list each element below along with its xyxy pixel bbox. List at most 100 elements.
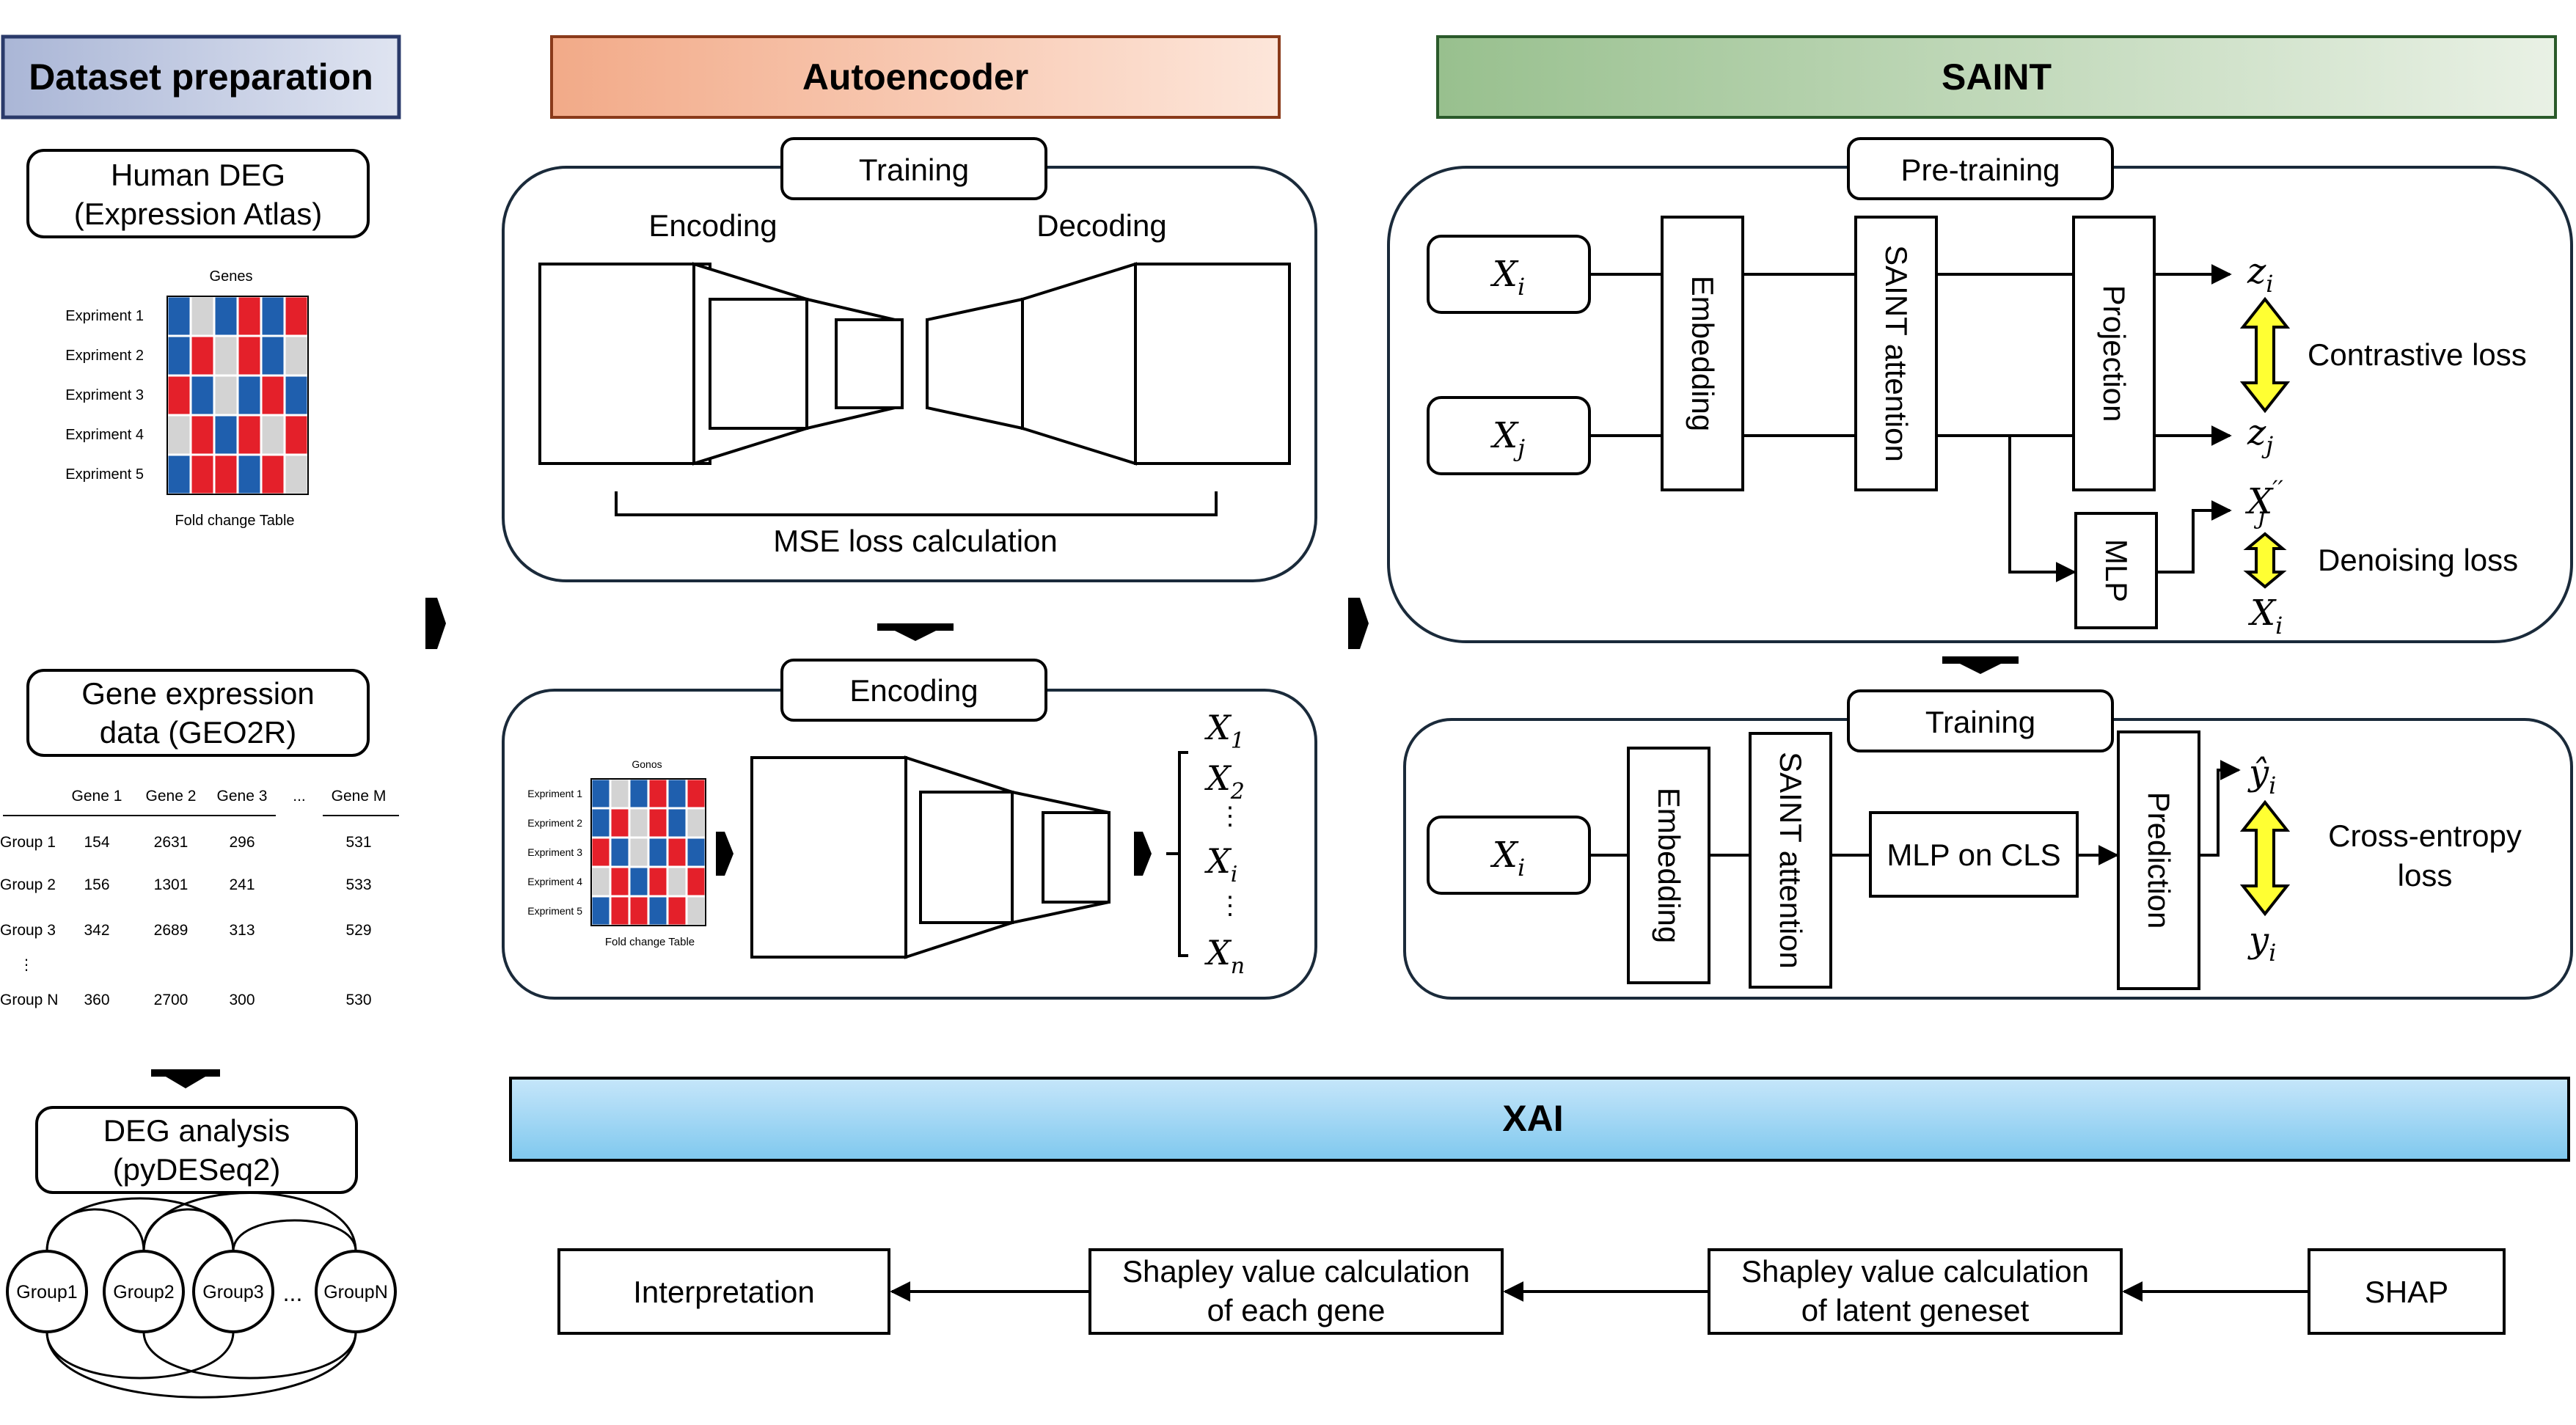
embedding-block	[1661, 216, 1744, 491]
heatmap-cell	[213, 453, 239, 496]
pretraining-label-box	[1847, 137, 2114, 200]
decoder-graphic	[926, 262, 1291, 466]
heatmap-border	[167, 296, 309, 495]
contrastive-loss-label: Contrastive loss	[2308, 337, 2527, 372]
heatmap-cell	[685, 836, 707, 868]
down-arrow-icon	[151, 1069, 220, 1088]
small-heatmap-caption: Fold change Table	[605, 936, 695, 948]
heatmap-cell	[590, 807, 612, 839]
embedding-label: Embedding	[1686, 276, 1720, 431]
group-nodes: Group1 Group2 Group3 ... GroupN	[6, 1250, 397, 1333]
mlp-cls-block	[1869, 811, 2079, 898]
heatmap-cell	[628, 807, 650, 839]
heatmap-row-label: Expriment 5	[65, 466, 144, 483]
table-vdots: ⋮	[19, 957, 34, 973]
table-cell: 342	[84, 922, 109, 939]
projection-label: Projection	[2097, 285, 2132, 422]
saint-attention-label: SAINT attention	[1879, 245, 1914, 462]
fold-change-heatmap	[166, 295, 310, 496]
heatmap-cell	[609, 807, 631, 839]
interpretation-box	[557, 1248, 890, 1335]
network-edge	[45, 1331, 357, 1399]
down-arrow-icon	[1942, 656, 2019, 674]
heatmap-cell	[236, 374, 263, 417]
network-edge	[142, 1208, 235, 1252]
saint-training-label-box	[1847, 689, 2114, 752]
heatmap-cell	[189, 374, 216, 417]
small-heatmap-title: Gonos	[632, 758, 662, 770]
table-cell: 530	[345, 992, 371, 1008]
shap-box	[2308, 1248, 2506, 1335]
gene-expression-line2: data (GEO2R)	[100, 715, 296, 750]
pretraining-label: Pre-training	[1900, 153, 2060, 187]
small-fold-change-heatmap	[590, 777, 707, 927]
mse-label: MSE loss calculation	[773, 524, 1058, 558]
heatmap-cell	[666, 895, 688, 927]
ce-loss-line1: Cross-entropy	[2328, 818, 2522, 853]
heatmap-cell	[213, 334, 239, 377]
xi-denoise-target: Xi	[2247, 593, 2283, 640]
denoising-double-arrow-icon	[2243, 532, 2287, 589]
heatmap-cell	[283, 295, 310, 337]
heatmap-cell	[609, 865, 631, 898]
xai-header: XAI	[1502, 1098, 1563, 1139]
table-cell: 529	[345, 922, 371, 939]
decoder-taper	[926, 297, 1024, 431]
network-edge	[45, 1197, 235, 1252]
dataset-header-box	[1, 34, 401, 120]
group-node-label: Group3	[202, 1282, 263, 1303]
encoder-layer	[835, 318, 904, 409]
table-cell: 2689	[154, 922, 189, 939]
zi-output: zi	[2247, 251, 2274, 298]
table-cell: 300	[229, 992, 255, 1008]
deg-analysis-box	[35, 1106, 358, 1194]
heatmap-cell	[609, 777, 631, 810]
heatmap-cell	[189, 334, 216, 377]
heatmap-cell	[283, 374, 310, 417]
prediction-label: Prediction	[2142, 792, 2176, 929]
network-edge	[142, 1192, 357, 1252]
heatmap-cell	[666, 777, 688, 810]
ae-encoding-label-box	[780, 659, 1047, 722]
shap-gene-line2: of each gene	[1207, 1293, 1386, 1327]
prediction-block	[2117, 730, 2200, 990]
heatmap-cell	[647, 807, 669, 839]
dataset-header: Dataset preparation	[29, 56, 373, 98]
encoder-layer	[709, 298, 808, 430]
autoencoder-header: Autoencoder	[802, 56, 1028, 98]
zj-output: zj	[2247, 412, 2273, 459]
xj-input: Xj	[1490, 415, 1525, 462]
group-node	[103, 1250, 185, 1333]
arrow-to-xj-pp	[2156, 500, 2232, 574]
denoising-loss-label: Denoising loss	[2318, 543, 2518, 577]
y-target: yi	[2247, 920, 2276, 967]
heatmap-cell	[647, 865, 669, 898]
table-header: Gene 1	[72, 788, 122, 805]
heatmap-cell	[609, 836, 631, 868]
table-cell: 313	[229, 922, 255, 939]
heatmap-cell	[213, 374, 239, 417]
encoder-layer	[919, 791, 1014, 924]
projection-block	[2072, 216, 2156, 491]
heatmap-cell	[666, 836, 688, 868]
xj-double-prime: X′′j	[2244, 475, 2283, 530]
down-arrow-icon	[877, 623, 954, 641]
shap-latent-line2: of latent geneset	[1801, 1293, 2030, 1327]
heatmap-cell	[260, 295, 286, 337]
deg-analysis-line1: DEG analysis	[103, 1113, 290, 1148]
contrastive-double-arrow-icon	[2239, 296, 2291, 414]
heatmap-cell	[590, 865, 612, 898]
table-header: Gene 2	[146, 788, 197, 805]
heatmap-cell	[666, 807, 688, 839]
encoder-layer	[1042, 811, 1110, 904]
latent-x: X1	[1204, 708, 1245, 754]
heatmap-cell	[647, 777, 669, 810]
right-arrow-icon	[1348, 598, 1369, 649]
mlp-cls-label: MLP on CLS	[1887, 838, 2060, 872]
table-row-label: Group 3	[0, 922, 56, 939]
encoding-label: Encoding	[648, 208, 777, 243]
saint-attention-block	[1854, 216, 1938, 491]
encoder-graphic-2	[750, 755, 1110, 959]
saint-header-box	[1436, 35, 2557, 119]
